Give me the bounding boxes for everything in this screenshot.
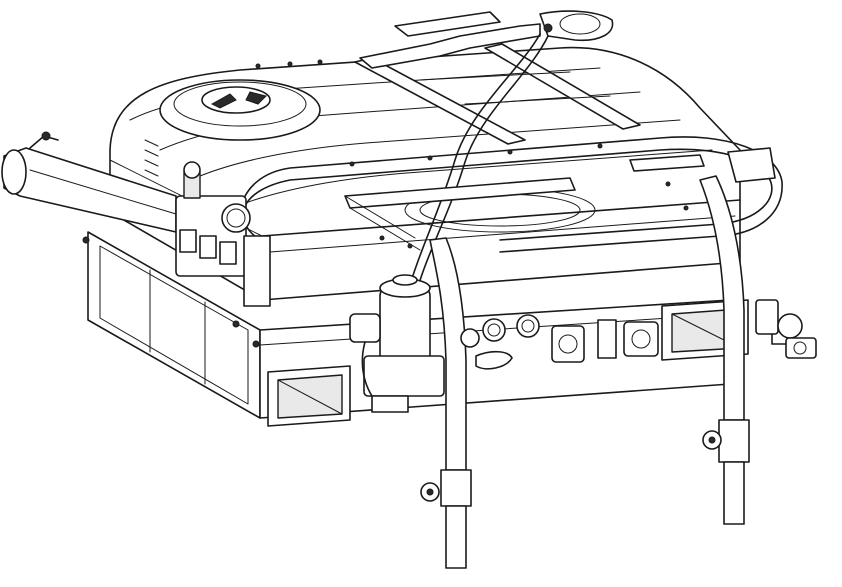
leg-left: [420, 237, 472, 569]
front-fittings: [460, 314, 659, 370]
electric-pump: [349, 274, 445, 413]
tank-lid: [159, 79, 321, 141]
fork-pocket-left: [267, 365, 351, 427]
leg-right: [699, 175, 750, 525]
hose: [409, 33, 549, 288]
right-valves: [755, 299, 817, 359]
cross-beams: [344, 154, 705, 251]
spray-gun: [359, 10, 614, 69]
pump-manifold: [175, 161, 271, 307]
frame-bolts: [82, 59, 689, 348]
